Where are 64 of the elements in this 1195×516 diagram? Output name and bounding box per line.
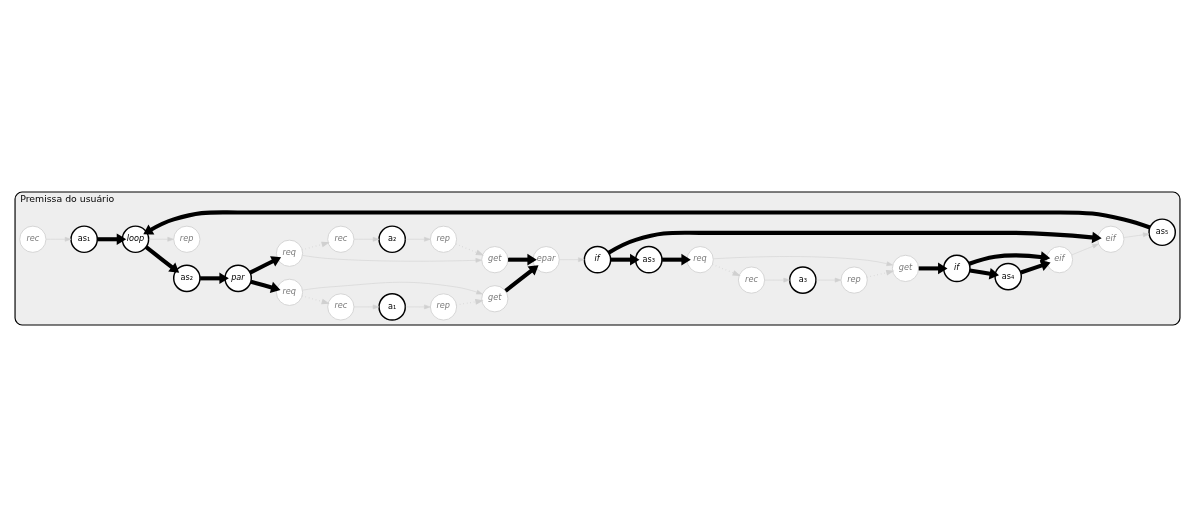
arrow	[712, 263, 741, 276]
arrow	[353, 236, 380, 242]
node-circle: loop	[121, 224, 150, 253]
arrow	[918, 262, 948, 274]
arrow	[455, 298, 484, 305]
node-circle: a₂	[378, 224, 407, 253]
arrow	[45, 236, 72, 242]
node-circle: as₅	[1148, 217, 1176, 246]
node-circle: rec	[327, 225, 355, 253]
node-circle: a₁	[378, 292, 407, 321]
arrow	[302, 281, 483, 294]
node-circle: get	[891, 254, 920, 282]
arrow	[559, 256, 585, 262]
arrow	[143, 209, 1151, 234]
arrow	[301, 294, 330, 304]
node-circle: rec	[737, 266, 766, 294]
arrow	[144, 245, 180, 273]
arrow	[200, 272, 229, 284]
node-circle: get	[481, 245, 509, 273]
arrow	[353, 304, 380, 309]
arrow	[504, 264, 539, 292]
arrow	[250, 279, 281, 293]
arrow	[1071, 243, 1099, 255]
arrow	[508, 253, 537, 265]
arrow	[713, 255, 893, 266]
arrow	[662, 253, 691, 265]
arrow	[815, 277, 842, 282]
arrow	[1123, 232, 1150, 238]
node-circle: par	[224, 263, 252, 292]
node-circle: as₁	[70, 224, 99, 253]
node-circle: rep	[429, 225, 458, 253]
arrow	[97, 232, 127, 245]
node-circle: req	[275, 239, 304, 267]
node-circle: rec	[19, 225, 47, 253]
arrow	[301, 241, 330, 250]
arrow	[969, 267, 999, 279]
arrow	[610, 253, 640, 265]
arrow	[866, 269, 895, 278]
arrow	[148, 236, 174, 242]
node-circle: eif	[1097, 225, 1125, 253]
arrow	[302, 254, 482, 263]
arrow	[405, 236, 431, 242]
node-circle: req	[275, 278, 304, 306]
node-circle: rep	[840, 266, 868, 294]
node-circle: req	[686, 245, 714, 273]
node-circle: get	[481, 284, 509, 312]
node-circle: rec	[327, 292, 355, 320]
arrow	[249, 255, 282, 274]
arrow	[1020, 259, 1051, 274]
node-circle: as₃	[635, 245, 663, 274]
node-circle: as₂	[173, 263, 201, 292]
node-circle: if	[943, 254, 971, 282]
node-circle: eif	[1045, 245, 1074, 273]
node-circle: rep	[429, 292, 458, 320]
arrow	[607, 230, 1102, 254]
arrow	[455, 243, 485, 256]
arrow	[405, 304, 431, 309]
arrow	[968, 250, 1051, 266]
arrow	[764, 277, 790, 282]
node-circle: a₃	[789, 265, 817, 294]
node-circle: rep	[173, 225, 201, 253]
node-circle: if	[583, 245, 612, 274]
node-circle: epar	[532, 245, 560, 273]
node-circle: as₄	[994, 262, 1022, 290]
